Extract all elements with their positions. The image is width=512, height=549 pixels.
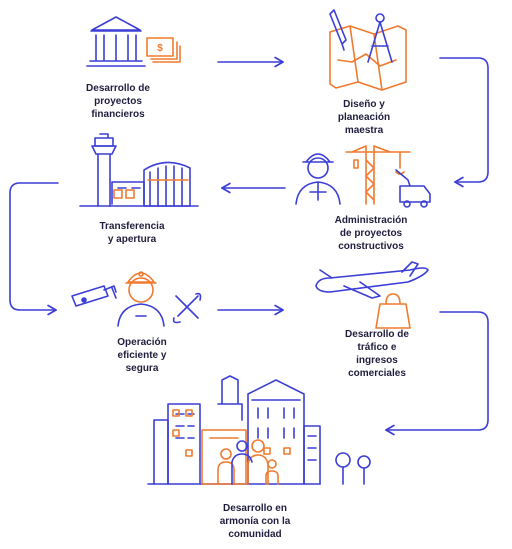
security-operator-icon xyxy=(71,271,202,327)
arrow-transfer-to-operation xyxy=(9,182,59,316)
step-label-traffic: Desarrollo de tráfico e ingresos comerci… xyxy=(345,329,409,379)
arrow-design-to-construct xyxy=(439,57,489,188)
blueprint-compass-icon xyxy=(329,9,407,91)
step-label-community: Desarrollo en armonía con la comunidad xyxy=(219,503,291,540)
step-label-finance: Desarrollo de proyectos financieros xyxy=(86,83,150,120)
airplane-shopping-icon xyxy=(315,261,429,329)
connectors xyxy=(9,56,489,436)
bank-money-icon: $ xyxy=(86,16,181,67)
step-label-design: Diseño y planeación maestra xyxy=(337,99,391,136)
arrow-traffic-to-community xyxy=(385,311,489,436)
city-family-icon xyxy=(147,375,371,485)
step-label-operation: Operación eficiente y segura xyxy=(117,337,167,374)
step-label-construct: Administración de proyectos constructivo… xyxy=(334,215,408,252)
construction-crane-icon xyxy=(295,145,431,208)
step-label-transfer: Transferencia y apertura xyxy=(99,221,165,245)
airport-terminal-icon xyxy=(79,133,199,207)
svg-text:$: $ xyxy=(157,43,163,54)
